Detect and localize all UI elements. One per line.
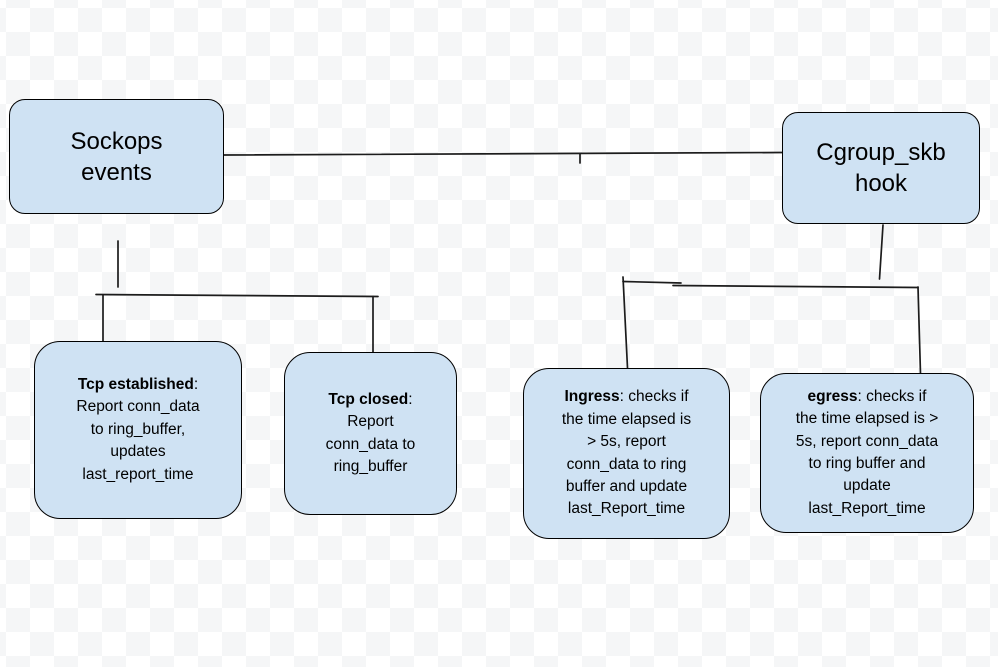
edge-sockops-bracket — [95, 293, 379, 298]
node-sockops-events: Sockops events — [9, 99, 224, 214]
node-cgroup-skb-hook-label: Cgroup_skb hook — [816, 139, 946, 197]
edge-sockops-cgroup — [223, 151, 783, 156]
node-tcp-closed-title: Tcp closed — [328, 390, 409, 408]
node-sockops-events-label: Sockops events — [70, 127, 163, 186]
node-tcp-closed-body: : Report conn_data to ring_buffer — [325, 390, 416, 475]
node-egress-label: egress: checks if the time elapsed is > … — [796, 386, 939, 520]
edge-cgroup-bracket-left — [622, 280, 682, 284]
node-ingress-title: Ingress — [564, 388, 620, 406]
edge-cgroup-stub — [878, 224, 884, 280]
node-egress: egress: checks if the time elapsed is > … — [760, 373, 974, 533]
node-tcp-closed-label: Tcp closed: Report conn_data to ring_buf… — [326, 389, 416, 479]
edge-drop-egress — [917, 286, 922, 375]
edge-cgroup-bracket-right — [672, 284, 919, 289]
edge-drop-ingress — [622, 276, 629, 369]
node-egress-title: egress — [807, 387, 858, 405]
node-ingress-body: : checks if the time elapsed is > 5s, re… — [561, 388, 692, 518]
node-tcp-established-title: Tcp established — [77, 375, 194, 393]
node-tcp-established-body: : Report conn_data to ring_buffer, updat… — [76, 375, 200, 483]
node-ingress: Ingress: checks if the time elapsed is >… — [523, 368, 730, 539]
node-ingress-label: Ingress: checks if the time elapsed is >… — [562, 386, 691, 520]
node-tcp-closed: Tcp closed: Report conn_data to ring_buf… — [284, 352, 457, 515]
node-egress-body: : checks if the time elapsed is > 5s, re… — [795, 387, 939, 517]
node-cgroup-skb-hook: Cgroup_skb hook — [782, 112, 980, 224]
node-tcp-established: Tcp established: Report conn_data to rin… — [34, 341, 242, 519]
node-tcp-established-label: Tcp established: Report conn_data to rin… — [76, 374, 199, 486]
